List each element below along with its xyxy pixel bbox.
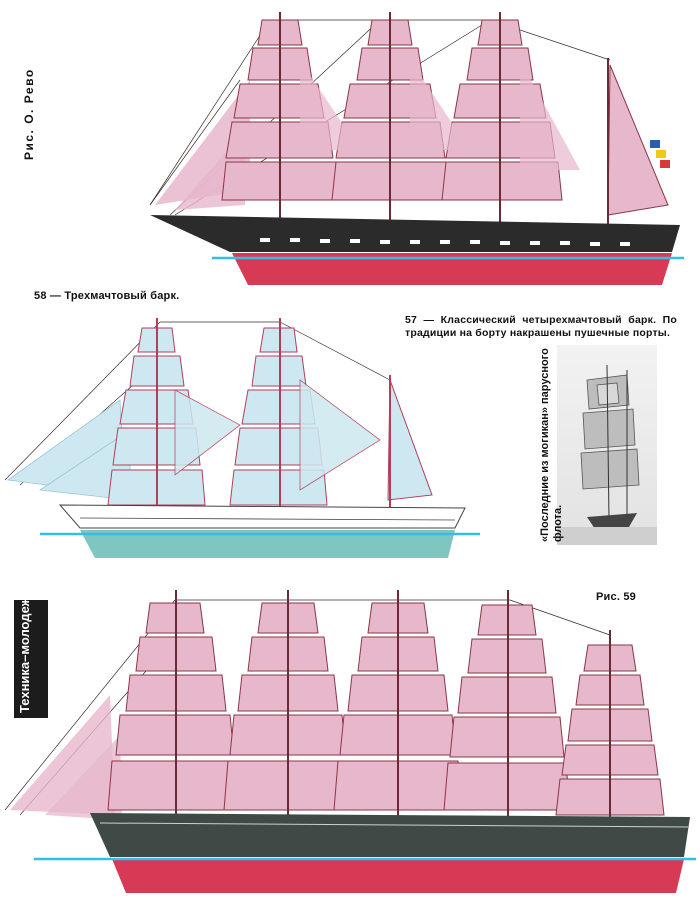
magazine-logo: Техника–молодежи <box>14 589 48 718</box>
figure-59-label: Рис. 59 <box>596 591 636 603</box>
photo-caption: «Последние из могикан» парусного флота. <box>539 348 564 542</box>
caption-figure-58: 58 — Трехмачтовый барк. <box>34 290 180 302</box>
four-masted-barque-illustration <box>149 12 684 285</box>
sailing-ship-photo <box>557 345 657 545</box>
three-masted-barque-illustration <box>4 318 480 558</box>
caption-figure-57: 57 — Классический четырехмачтовый барк. … <box>405 314 677 339</box>
five-masted-ship-illustration <box>4 590 696 893</box>
